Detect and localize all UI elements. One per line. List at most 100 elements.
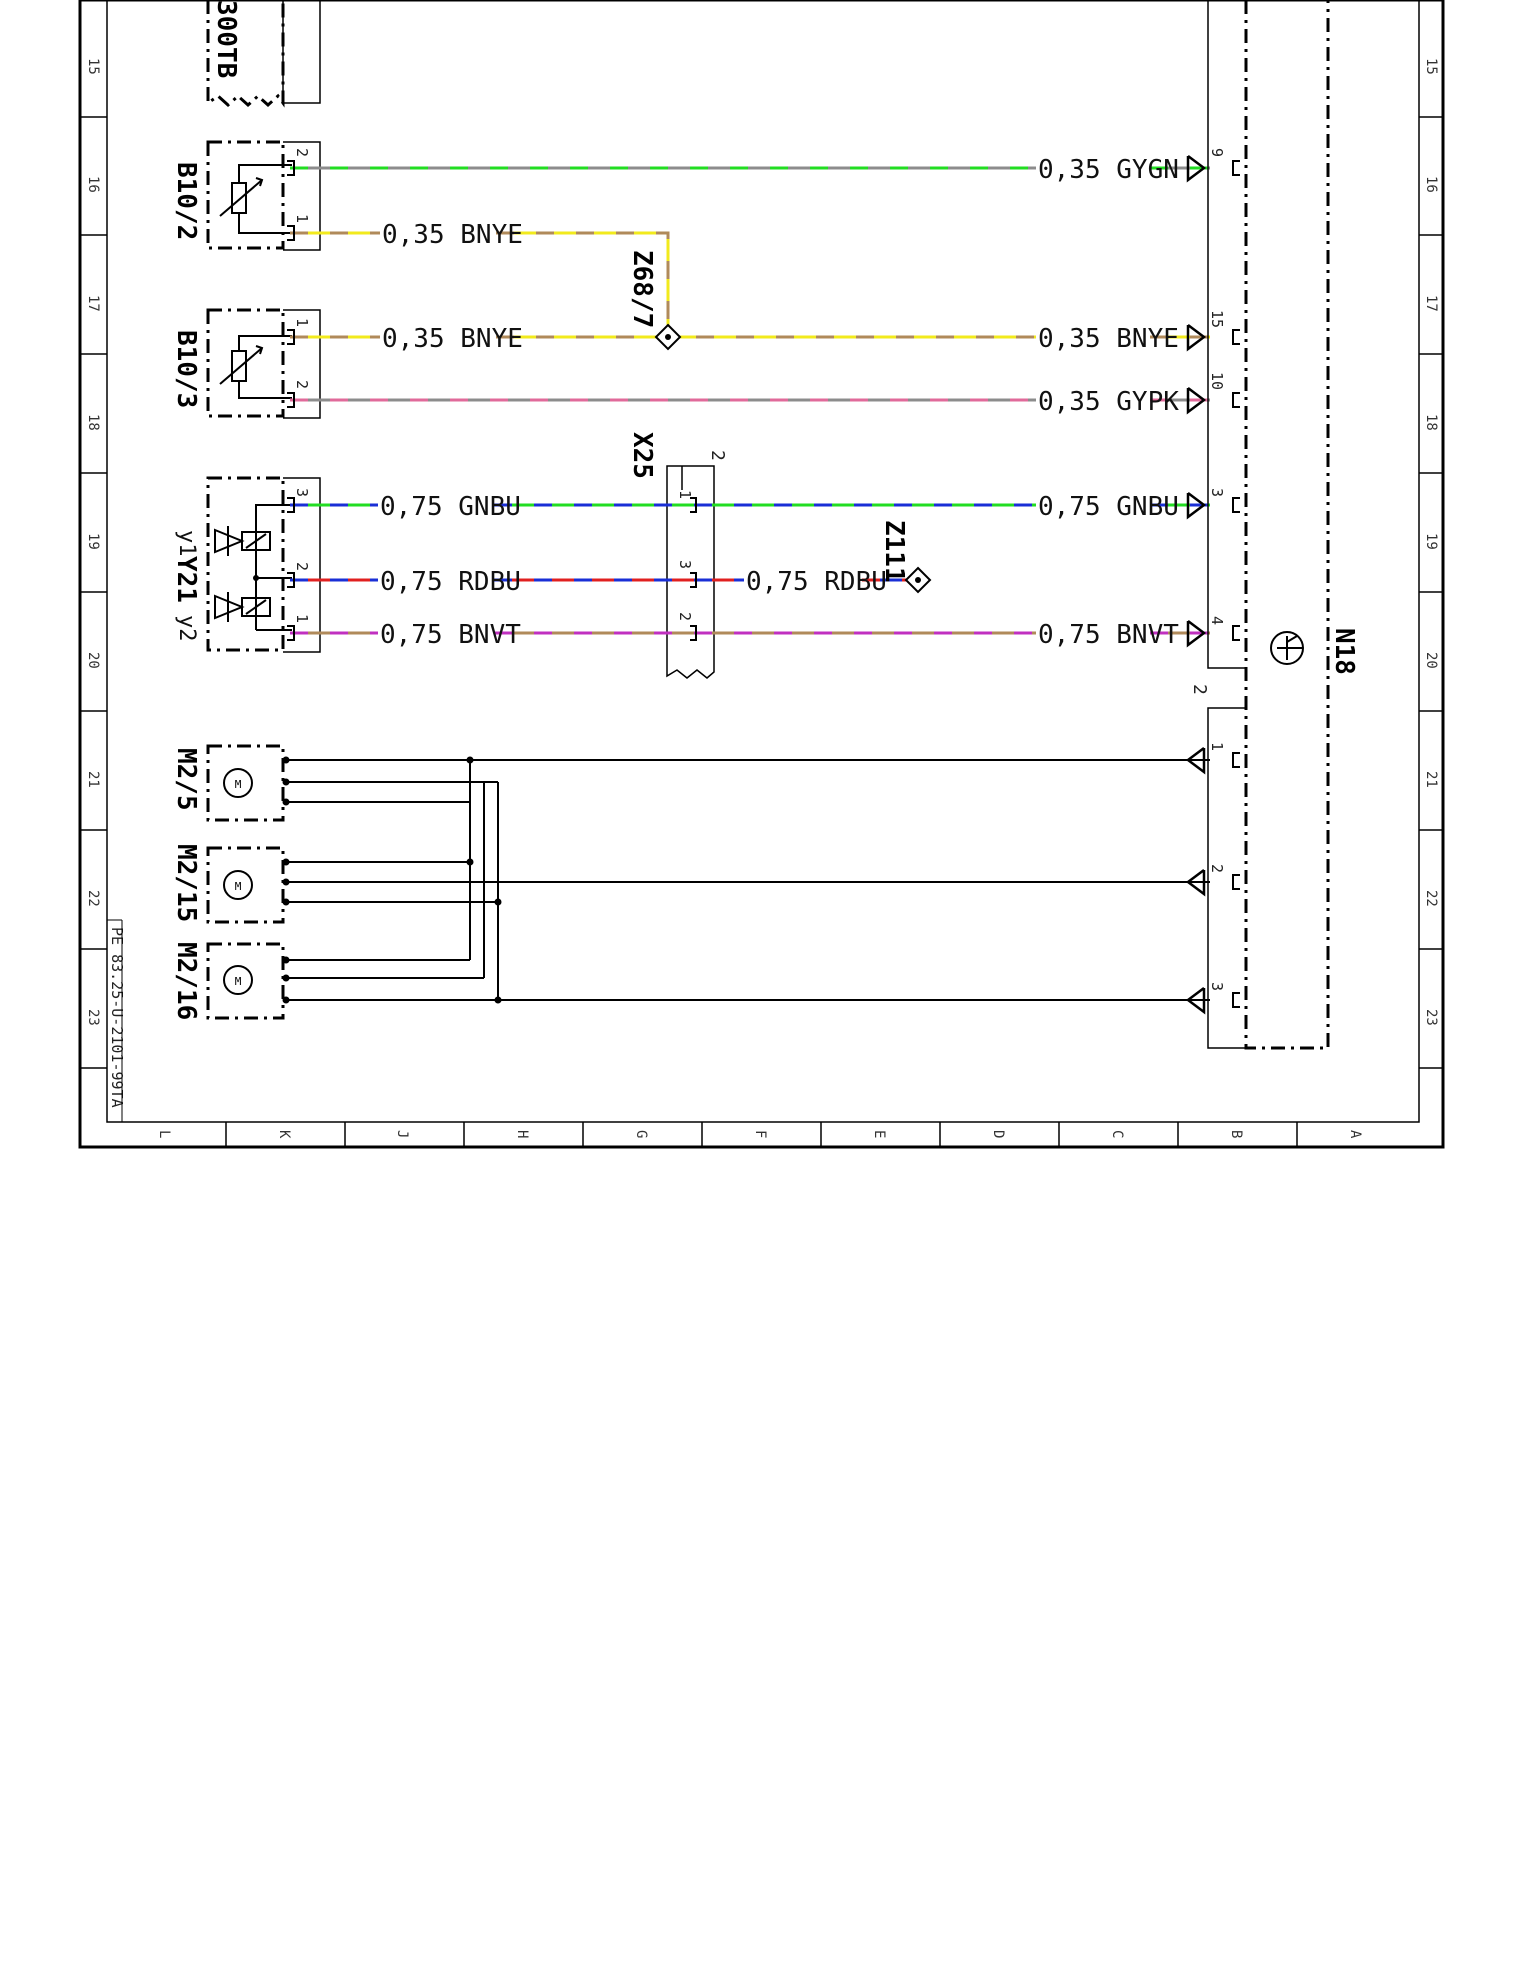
column-letter: F xyxy=(752,1130,768,1138)
pin-number: 1 xyxy=(293,318,311,327)
drawing-reference: PE 83.25-U-2101-99TA xyxy=(108,927,126,1108)
pin-number: 2 xyxy=(293,148,311,157)
n18-input-arrows xyxy=(1185,155,1207,1015)
row-number-right: 15 xyxy=(1423,58,1439,75)
pin-number: 1 xyxy=(676,490,694,499)
motor-icon xyxy=(223,965,253,995)
component-label-y21: Y21 xyxy=(171,556,201,603)
junction-dots xyxy=(282,756,502,1004)
column-letter: H xyxy=(514,1130,530,1138)
component-m2-5: M M2/5 xyxy=(171,744,285,822)
splice-z111: Z111 xyxy=(879,520,932,594)
column-letter: D xyxy=(990,1130,1006,1138)
component-y21: Y21 y1 y2 3 2 1 xyxy=(171,476,321,653)
wire-label: 0,75 GNBU xyxy=(380,492,521,522)
row-numbers: 15 16 17 18 19 20 21 22 23 15 16 17 18 1… xyxy=(85,58,1439,1026)
pin-number: 10 xyxy=(1208,372,1226,390)
wire-label: 0,75 BNVT xyxy=(380,620,521,650)
component-pin-stubs xyxy=(287,160,295,641)
wire-label: 0,35 GYGN xyxy=(1038,155,1179,185)
component-m2-16: M M2/16 xyxy=(171,942,285,1020)
row-number-right: 19 xyxy=(1423,533,1439,550)
splice-z68-7: Z68/7 xyxy=(627,250,682,351)
column-letters: L K J H G F E D C B A xyxy=(156,1130,1363,1139)
connector-id: 2 xyxy=(1189,684,1210,695)
wire-label: 0,75 BNVT xyxy=(1038,620,1179,650)
component-b10-2: B10/2 2 1 xyxy=(171,140,321,251)
row-number-left: 21 xyxy=(85,771,101,788)
row-number-right: 21 xyxy=(1423,771,1439,788)
pin-number: 3 xyxy=(1208,488,1226,497)
valve-label-y2: y2 xyxy=(174,615,199,642)
connector-id: 2 xyxy=(707,450,728,461)
component-label-n18: N18 xyxy=(1329,628,1359,675)
pin-number: 1 xyxy=(293,214,311,223)
wire-label: 0,35 BNYE xyxy=(382,220,523,250)
column-letter: A xyxy=(1347,1130,1363,1139)
row-number-left: 17 xyxy=(85,295,101,312)
column-letter: J xyxy=(394,1130,410,1138)
column-letter: K xyxy=(276,1130,292,1139)
column-letter: C xyxy=(1109,1130,1125,1138)
pin-number: 3 xyxy=(293,488,311,497)
pin-number: 15 xyxy=(1208,310,1226,328)
row-number-left: 15 xyxy=(85,58,101,75)
row-number-right: 18 xyxy=(1423,414,1439,431)
component-label-m2-16: M2/16 xyxy=(171,942,201,1020)
component-label-m2-15: M2/15 xyxy=(171,844,201,922)
column-letter: E xyxy=(871,1130,887,1138)
row-number-right: 22 xyxy=(1423,890,1439,907)
splice-label-z111: Z111 xyxy=(879,520,909,583)
row-number-left: 22 xyxy=(85,890,101,907)
transistor-icon xyxy=(1270,631,1304,665)
ntc-sensor-icon xyxy=(219,164,292,234)
solenoid-valve-icon xyxy=(214,504,292,631)
component-label-b10-3: B10/3 xyxy=(171,330,201,408)
component-label-b10-2: B10/2 xyxy=(171,162,201,240)
svg-text:M: M xyxy=(235,778,242,791)
svg-text:M: M xyxy=(235,880,242,893)
pin-number: 1 xyxy=(293,614,311,623)
wire-label: 0,35 GYPK xyxy=(1038,387,1179,417)
pin-number: 3 xyxy=(1208,982,1226,991)
motor-icon xyxy=(223,768,253,798)
row-number-left: 19 xyxy=(85,533,101,550)
wire-label: 0,35 BNYE xyxy=(1038,324,1179,354)
x25-pin-stubs xyxy=(690,497,697,641)
n18-pin-stubs xyxy=(1232,160,1240,1008)
connector-label-x25: X25 xyxy=(627,432,657,479)
component-label-m2-5: M2/5 xyxy=(171,748,201,811)
column-letter: L xyxy=(156,1130,172,1138)
component-300tb: 300TB xyxy=(206,0,321,108)
component-m2-15: M M2/15 xyxy=(171,844,285,924)
connector-x25: X25 2 1 3 2 xyxy=(627,432,728,679)
diagram-frame xyxy=(78,0,1445,1149)
wire-label: 0,75 RDBU xyxy=(746,567,887,597)
pin-number: 3 xyxy=(676,560,694,569)
pin-number: 2 xyxy=(676,612,694,621)
row-number-left: 20 xyxy=(85,652,101,669)
wire-label: 0,35 BNYE xyxy=(382,324,523,354)
row-number-left: 23 xyxy=(85,1009,101,1026)
wire-bnye xyxy=(290,231,670,337)
row-number-right: 16 xyxy=(1423,176,1439,193)
component-n18: N18 2 xyxy=(1189,0,1359,1050)
component-label-300tb: 300TB xyxy=(211,0,241,78)
component-b10-3: B10/3 1 2 xyxy=(171,308,321,419)
ntc-sensor-icon xyxy=(219,335,292,399)
pin-number: 9 xyxy=(1208,148,1226,157)
wire-label: 0,75 GNBU xyxy=(1038,492,1179,522)
row-number-left: 18 xyxy=(85,414,101,431)
row-number-left: 16 xyxy=(85,176,101,193)
n18-pin-numbers: 9 15 10 3 4 1 2 3 xyxy=(1208,148,1226,991)
pin-number: 1 xyxy=(1208,742,1226,751)
pin-number: 2 xyxy=(293,562,311,571)
motor-bus-wiring xyxy=(286,759,1210,1001)
row-number-right: 17 xyxy=(1423,295,1439,312)
valve-label-y1: y1 xyxy=(174,530,199,557)
svg-text:M: M xyxy=(235,975,242,988)
column-letter: B xyxy=(1228,1130,1244,1138)
pin-number: 2 xyxy=(293,380,311,389)
wire-label: 0,75 RDBU xyxy=(380,567,521,597)
